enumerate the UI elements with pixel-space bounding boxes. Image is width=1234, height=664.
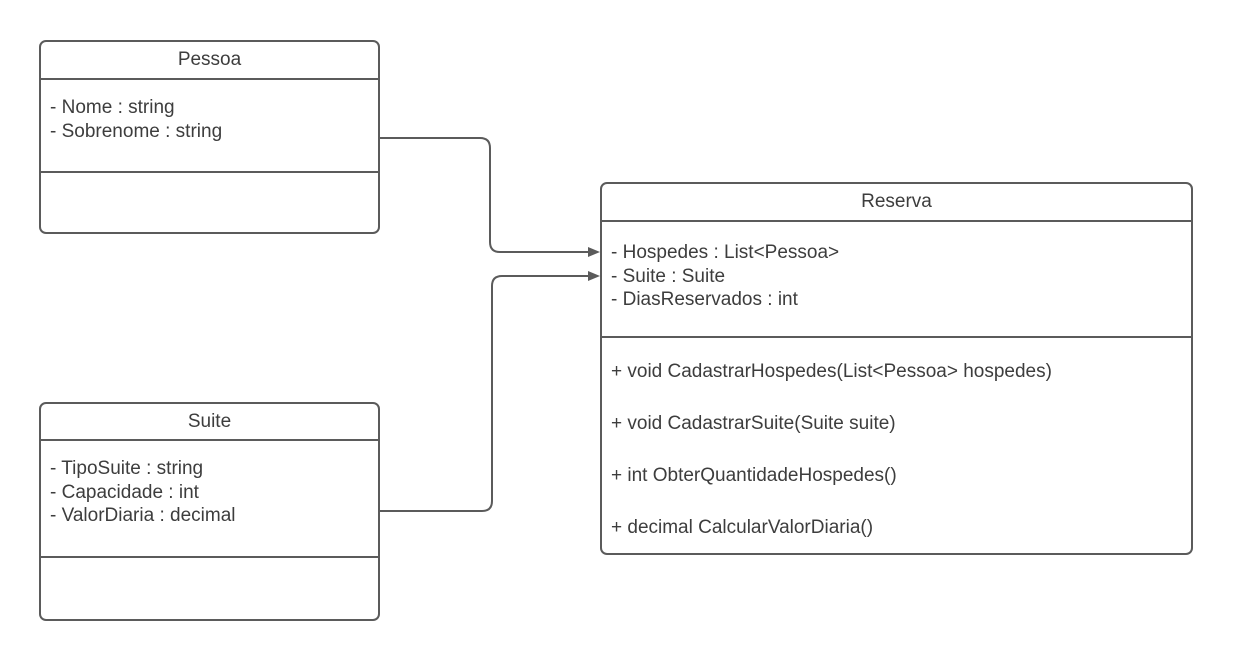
class-reserva-attributes: - Hospedes : List<Pessoa> - Suite : Suit… xyxy=(602,222,1191,338)
class-pessoa: Pessoa - Nome : string - Sobrenome : str… xyxy=(39,40,380,234)
attribute-line: - Sobrenome : string xyxy=(50,120,223,142)
class-pessoa-methods-empty xyxy=(41,173,378,232)
method-line: + int ObterQuantidadeHospedes() xyxy=(611,465,897,486)
attribute-line: - Suite : Suite xyxy=(611,265,726,287)
method-line: + void CadastrarSuite(Suite suite) xyxy=(611,413,896,434)
class-suite-methods-empty xyxy=(41,558,378,619)
attribute-line: - Hospedes : List<Pessoa> xyxy=(611,242,840,263)
class-suite-attributes: - TipoSuite : string - Capacidade : int … xyxy=(41,441,378,558)
class-reserva: Reserva - Hospedes : List<Pessoa> - Suit… xyxy=(600,182,1193,555)
method-line: + void CadastrarHospedes(List<Pessoa> ho… xyxy=(611,361,1052,382)
class-suite-title: Suite xyxy=(41,404,378,441)
class-pessoa-title: Pessoa xyxy=(41,42,378,80)
class-pessoa-attributes: - Nome : string - Sobrenome : string xyxy=(41,80,378,173)
attribute-line: - Capacidade : int xyxy=(50,481,199,503)
attribute-line: - Nome : string xyxy=(50,97,175,118)
class-reserva-title: Reserva xyxy=(602,184,1191,222)
connector-suite-reserva xyxy=(379,271,600,512)
connector-pessoa-reserva xyxy=(379,137,600,257)
class-reserva-methods: + void CadastrarHospedes(List<Pessoa> ho… xyxy=(602,338,1191,553)
attribute-line: - DiasReservados : int xyxy=(611,289,798,310)
attribute-line: - TipoSuite : string xyxy=(50,458,204,479)
method-line: + decimal CalcularValorDiaria() xyxy=(611,517,874,538)
class-suite: Suite - TipoSuite : string - Capacidade … xyxy=(39,402,380,621)
attribute-line: - ValorDiaria : decimal xyxy=(50,505,236,526)
